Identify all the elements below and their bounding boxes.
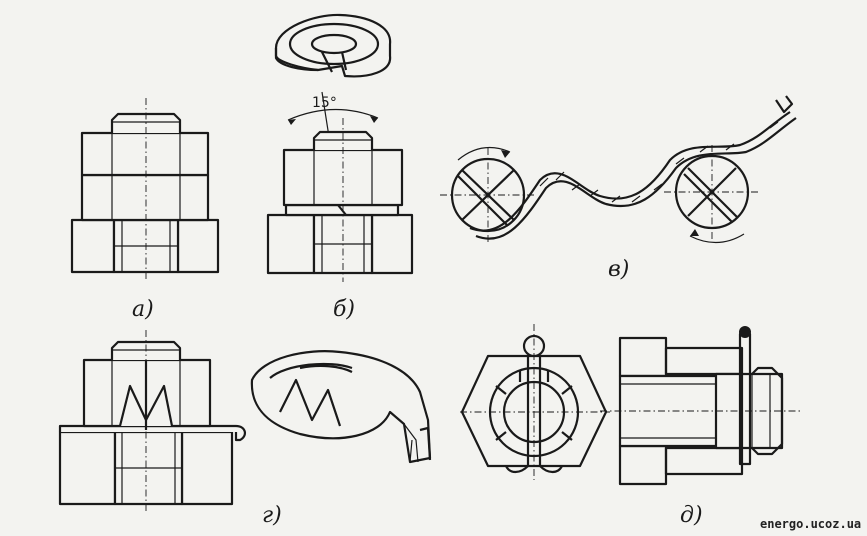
figure-b-spring-washer: 15° [266,13,414,282]
figure-g-tab-washer [58,330,246,514]
angle-label: 15° [312,95,337,111]
figure-v-wire-locking [440,95,797,244]
tab-washer-icon [250,350,432,464]
label-b: б) [333,297,355,322]
label-v: в) [608,257,629,282]
figure-a-double-nut [70,98,220,282]
label-a: а) [132,297,154,322]
figure-d-castle-nut-end-view [460,324,610,480]
figure-d-castle-nut-section [600,326,800,486]
label-d: д) [680,503,703,528]
spring-washer-icon [274,13,392,78]
label-g: г) [262,503,282,528]
watermark: energo.ucoz.ua [760,517,861,531]
